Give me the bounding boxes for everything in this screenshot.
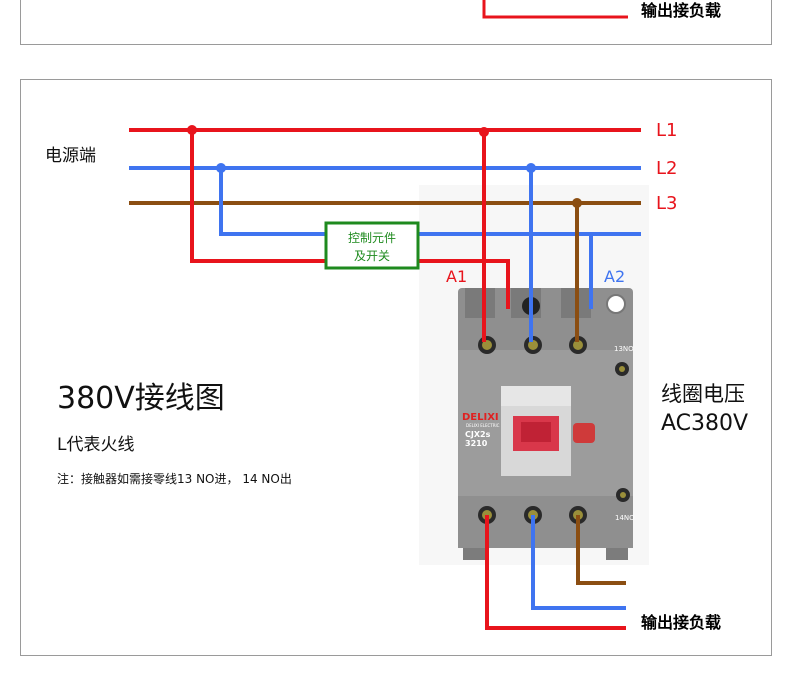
brand-sub-label: DELIXI ELECTRIC — [466, 423, 500, 428]
wiring-diagram-panel: 13NO DELIXI DELIXI ELECTRIC CJX2s 3210 1… — [20, 79, 772, 656]
red-indicator-button — [573, 423, 595, 443]
terminal-l1-top — [478, 336, 496, 354]
footnote: 注：接触器如需接零线13 NO进， 14 NO出 — [57, 471, 292, 486]
diagram-title: 380V接线图 — [57, 381, 225, 416]
coil-voltage-label: 线圈电压 — [661, 382, 745, 406]
model-label: CJX2s — [465, 430, 491, 439]
coil-terminal-a2: A2 — [604, 267, 625, 286]
label-l1: L1 — [656, 120, 677, 141]
coil-voltage-value: AC380V — [661, 411, 748, 436]
control-box-line-2: 及开关 — [354, 249, 390, 263]
legend-note: L代表火线 — [57, 435, 134, 455]
aux-top-label: 13NO — [614, 345, 634, 353]
coil-terminal-a1: A1 — [446, 267, 467, 286]
top-red-wire — [482, 0, 628, 19]
mounting-hole-icon — [606, 294, 626, 314]
top-diagram-panel: 输出接负载 — [20, 0, 772, 45]
control-switch-box — [324, 221, 420, 270]
terminal-aux-14 — [616, 488, 630, 502]
output-wire-l1 — [485, 515, 626, 630]
top-wiring-fragment: 输出接负载 — [482, 0, 721, 20]
output-wire-l3 — [576, 515, 626, 585]
power-side-label: 电源端 — [45, 146, 96, 166]
label-l3: L3 — [656, 193, 677, 214]
terminal-aux-13 — [615, 362, 629, 376]
control-box-line-1: 控制元件 — [348, 231, 396, 245]
control-wire-blue — [219, 168, 641, 236]
model-code-label: 3210 — [465, 439, 488, 448]
aux-bottom-label: 14NO — [615, 514, 635, 522]
terminal-l3-top — [569, 336, 587, 354]
label-l2: L2 — [656, 158, 677, 179]
output-load-label: 输出接负载 — [641, 613, 721, 632]
output-wire-l2 — [531, 515, 626, 610]
top-output-label: 输出接负载 — [641, 1, 721, 20]
terminal-l2-top — [524, 336, 542, 354]
wiring-diagram: 13NO DELIXI DELIXI ELECTRIC CJX2s 3210 1… — [45, 120, 748, 632]
brand-label: DELIXI — [462, 412, 499, 423]
